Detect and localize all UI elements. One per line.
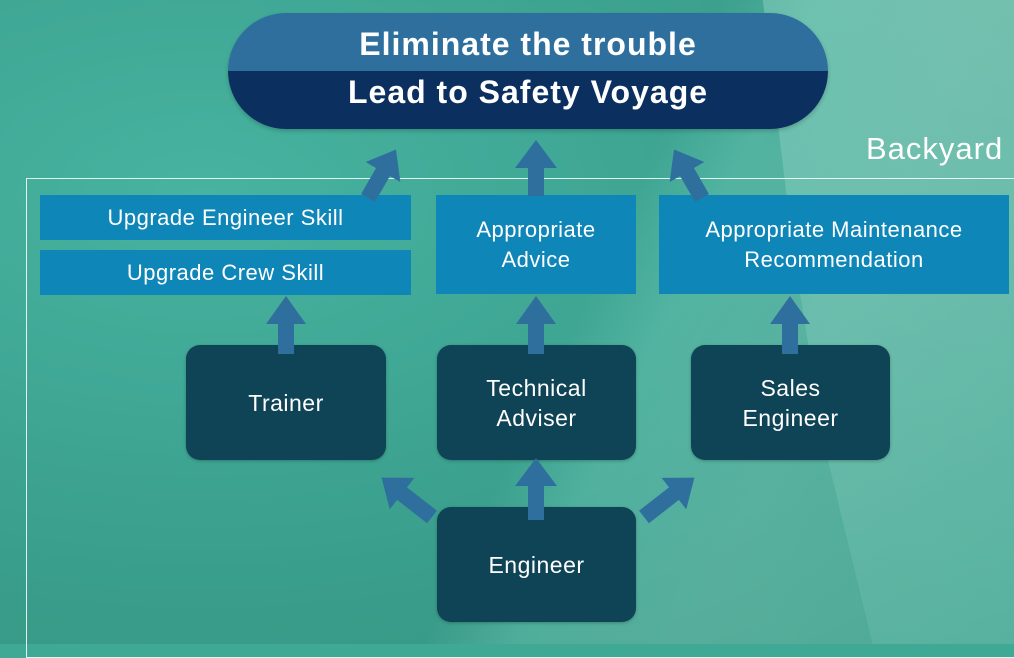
arrow-trainer-to-skill [266, 296, 306, 354]
goal-line-2: Lead to Safety Voyage [347, 74, 709, 110]
arrow-sales-to-maintenance [770, 296, 810, 354]
goal-banner-bottom [228, 71, 828, 129]
goal-banner: Eliminate the trouble Lead to Safety Voy… [228, 13, 828, 129]
role-trainer: Trainer [186, 345, 386, 460]
role-sales-engineer: Sales Engineer [691, 345, 890, 460]
arrow-skill-to-goal [361, 149, 401, 202]
arrow-advice-to-goal [515, 140, 557, 196]
arrow-adviser-to-advice [516, 296, 556, 354]
role-engineer: Engineer [437, 507, 636, 622]
outcome-upgrade-crew-skill: Upgrade Crew Skill [40, 250, 411, 295]
goal-banner-top [228, 13, 828, 71]
outcome-appropriate-advice: Appropriate Advice [436, 195, 636, 294]
outcome-upgrade-engineer-skill: Upgrade Engineer Skill [40, 195, 411, 240]
arrow-engineer-to-adviser [515, 458, 557, 520]
outcome-maintenance-recommendation: Appropriate Maintenance Recommendation [659, 195, 1009, 294]
flow-arrows [266, 140, 810, 524]
goal-line-1: Eliminate the trouble [359, 26, 697, 62]
arrow-engineer-to-trainer [381, 477, 437, 524]
arrow-engineer-to-sales [639, 477, 695, 524]
backyard-label: Backyard [866, 131, 1004, 166]
role-technical-adviser: Technical Adviser [437, 345, 636, 460]
arrow-maintenance-to-goal [669, 149, 709, 202]
